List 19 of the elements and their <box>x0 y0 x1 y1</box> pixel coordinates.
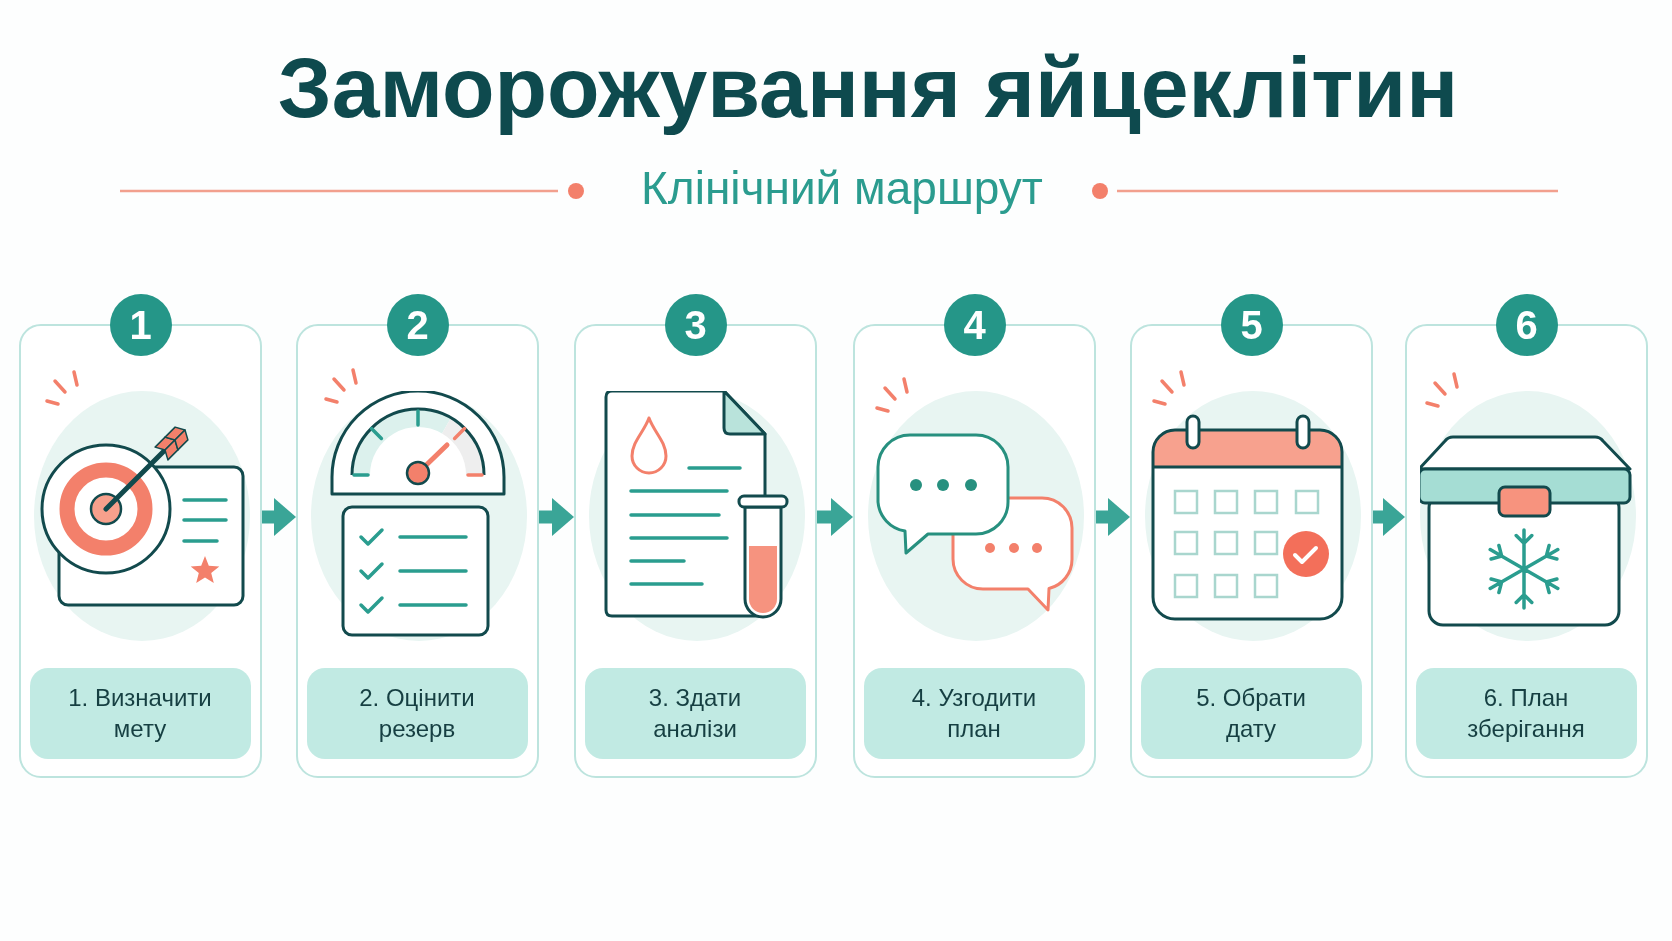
step-number: 4 <box>943 294 1006 356</box>
arrow <box>1096 498 1130 536</box>
step-number: 5 <box>1220 294 1283 356</box>
step-label: 3. Здати аналізи <box>584 667 806 759</box>
arrow <box>539 498 574 536</box>
arrow <box>262 498 296 536</box>
title: Заморожування яйцеклітин <box>277 38 1459 137</box>
step-label: 5. Обрати дату <box>1140 667 1362 759</box>
step-number: 1 <box>109 294 172 356</box>
step-number: 3 <box>664 294 727 356</box>
step-label: 6. План зберігання <box>1415 667 1637 759</box>
step-label: 4. Узгодити план <box>863 667 1085 759</box>
arrow <box>1373 498 1405 536</box>
step-number: 2 <box>386 294 449 356</box>
arrow <box>817 498 853 536</box>
step-label: 2. Оцінити резерв <box>306 667 528 759</box>
step-number: 6 <box>1495 294 1558 356</box>
subtitle: Клінічний маршрут <box>641 161 1043 216</box>
step-label: 1. Визначити мету <box>29 667 251 759</box>
